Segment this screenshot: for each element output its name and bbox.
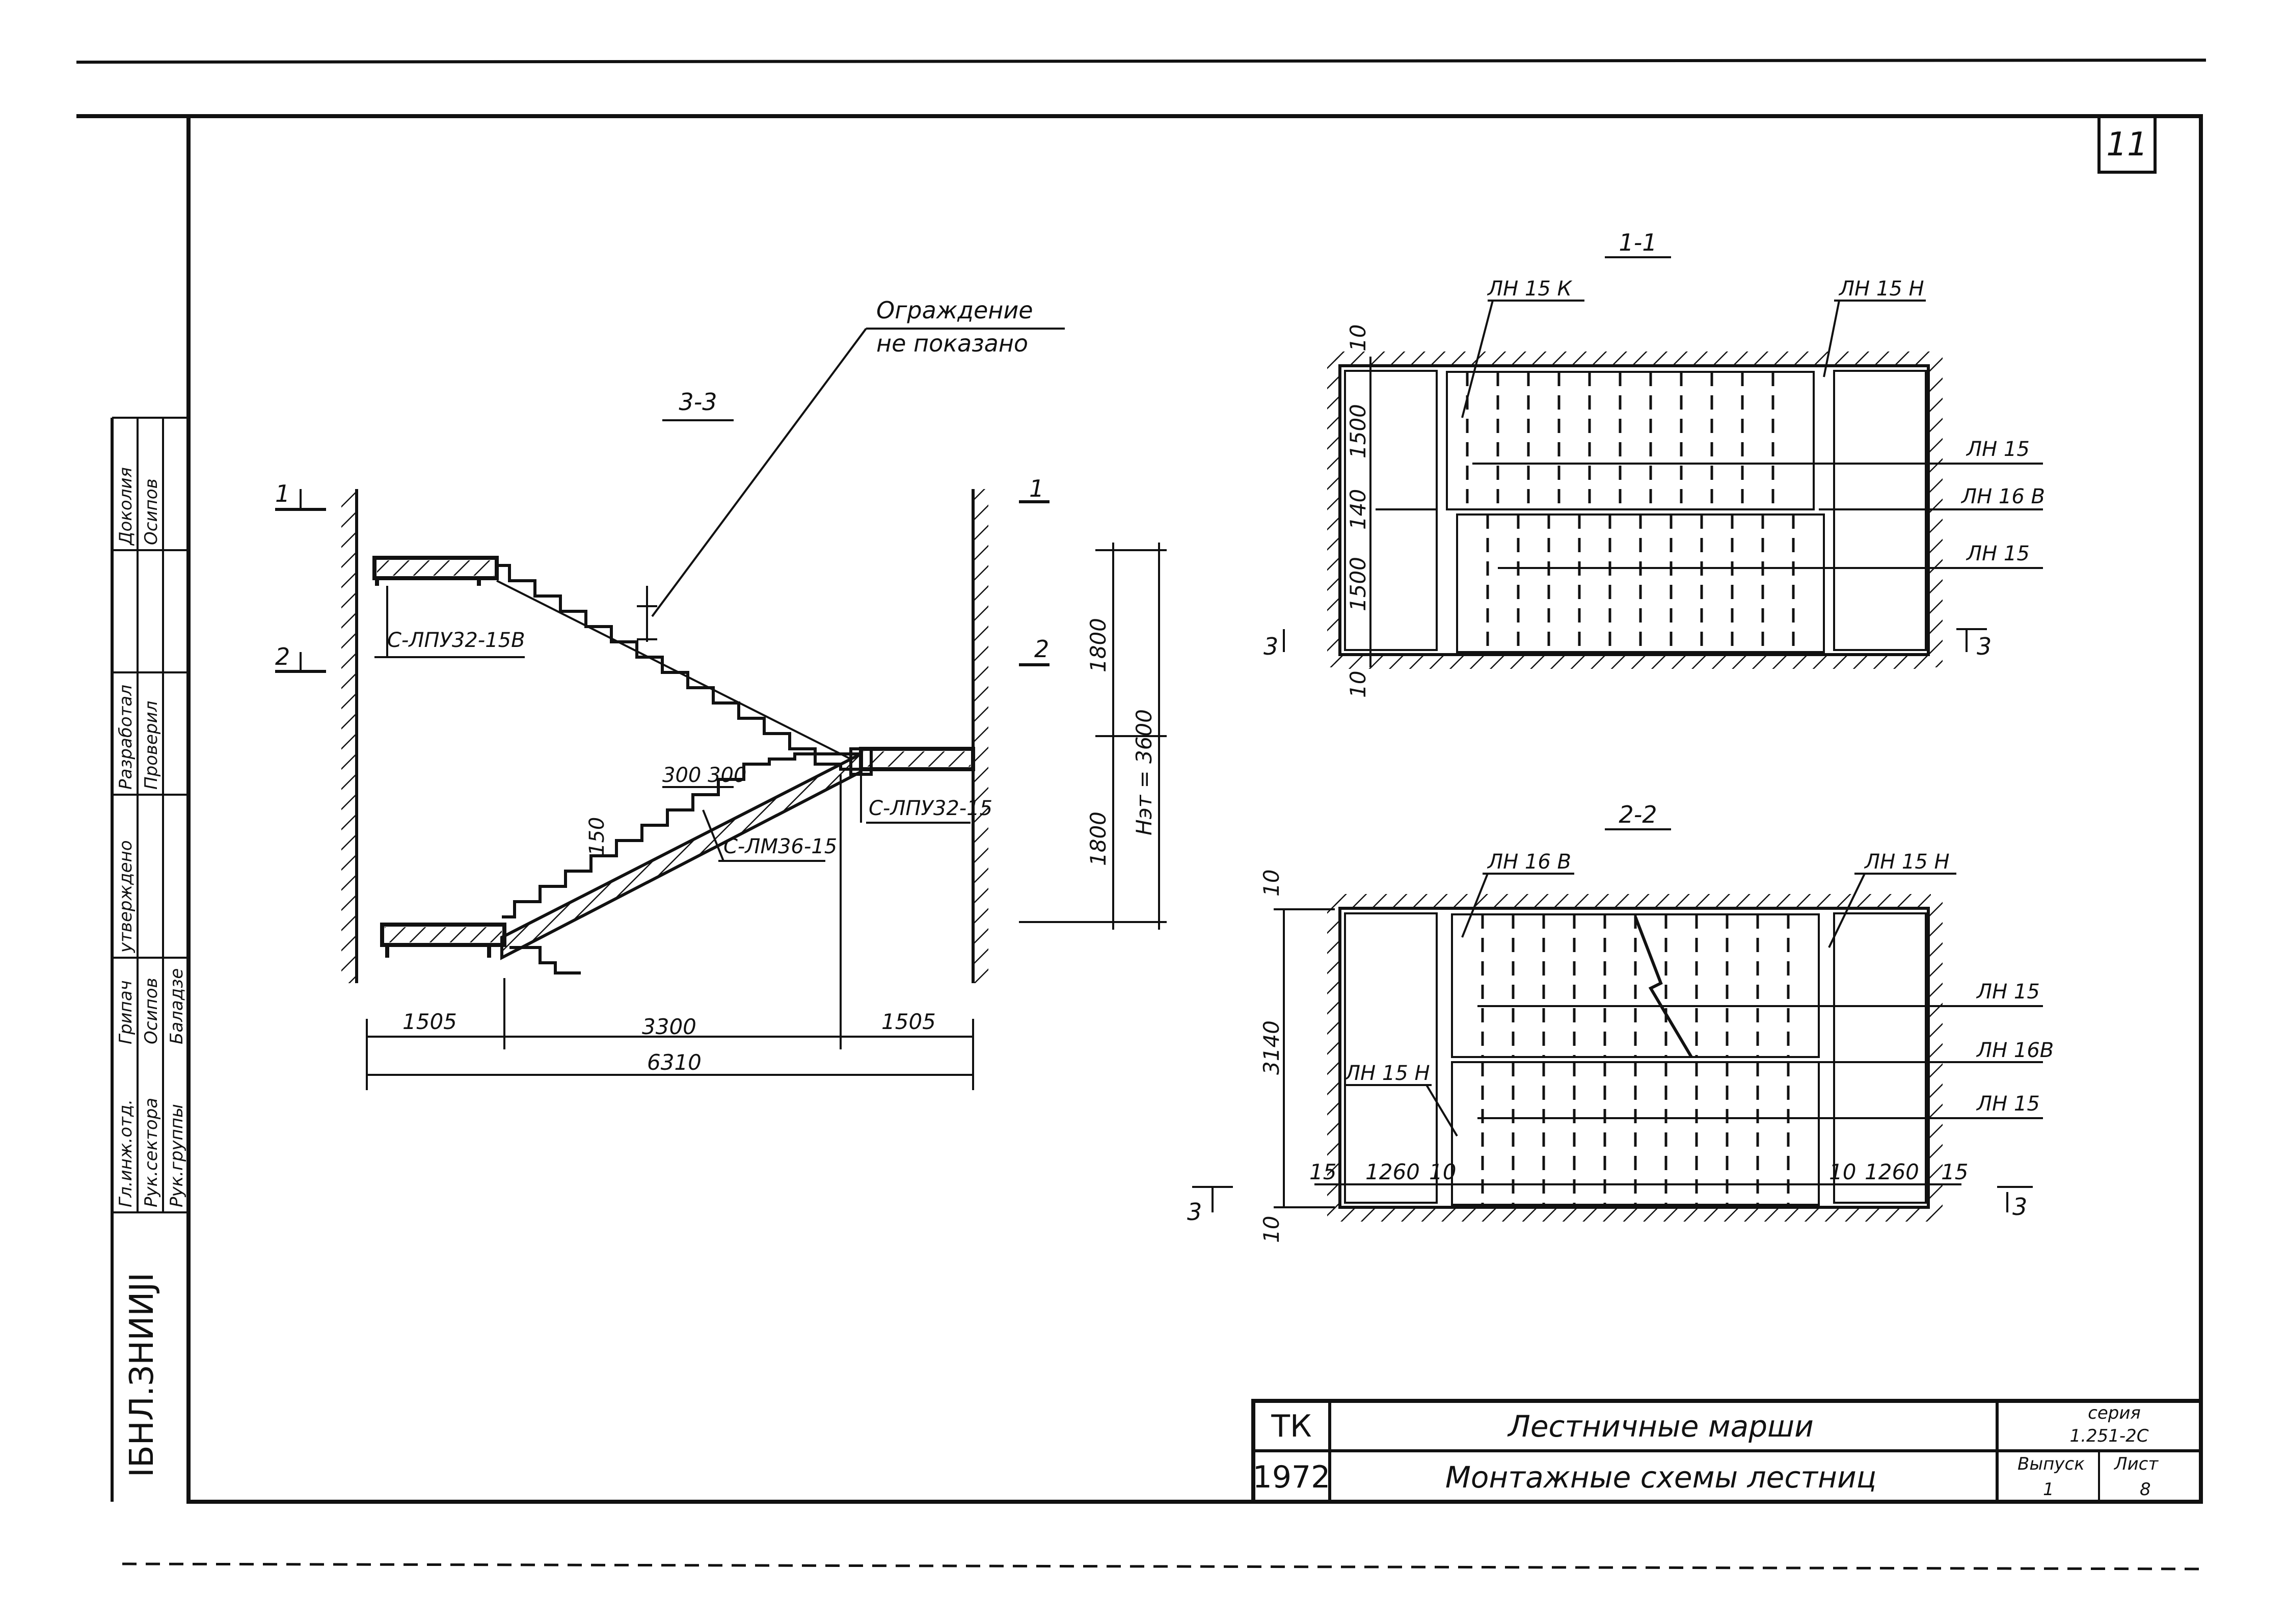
- label-2-2-ln15n: ЛН 15 Н: [1864, 850, 1950, 874]
- mark-1-1-right: 3: [1977, 633, 1992, 660]
- lower-flight-steps: [502, 752, 861, 918]
- sheet-number: 11: [2106, 126, 2147, 164]
- label-2-2-ln15-b: ЛН 15: [1976, 1092, 2040, 1116]
- dim-total: 6310: [647, 1050, 702, 1075]
- dim-2-2-b: 3140: [1259, 1020, 1284, 1075]
- label-1-1-ln15k: ЛН 15 К: [1487, 277, 1572, 301]
- dim-1800-upper: 1800: [1086, 618, 1111, 672]
- stamp-role-2: Рук.сектора: [141, 1098, 162, 1207]
- stair-cell-2-2: [1338, 907, 1930, 1209]
- riser-dim: 150: [585, 817, 609, 856]
- bottom-trim-line: [122, 1562, 2207, 1571]
- label-1-1-ln15n: ЛН 15 Н: [1838, 277, 1924, 301]
- stamp-header-5: Осипов: [141, 478, 162, 545]
- flight-1-1-upper: [1446, 371, 1815, 510]
- dim-2-2-a: 10: [1259, 870, 1284, 897]
- dim-2-2-b0: 15: [1309, 1159, 1336, 1184]
- section-2-2-title: 2-2: [1619, 801, 1657, 828]
- dim-1505-left: 1505: [402, 1009, 457, 1034]
- approval-stamp: Гл.инж.отд. Грипач Рук.сектора Осипов Ру…: [112, 417, 189, 1213]
- stamp-name-3: Баладзе: [167, 968, 187, 1044]
- label-2-2-ln16v: ЛН 16 В: [1487, 850, 1571, 874]
- stamp-name-2: Осипов: [141, 978, 162, 1044]
- dim-1-1-a: 10: [1346, 324, 1370, 351]
- upper-landing-label: С-ЛПУ32-15В: [387, 629, 525, 652]
- stamp-vertical-code: ІБНЛ.ЗНИИЈІ: [123, 1273, 161, 1477]
- upper-landing-slab: [372, 556, 499, 580]
- label-2-2-ln15n-left: ЛН 15 Н: [1344, 1062, 1430, 1085]
- sheet-number-box: 11: [2097, 115, 2157, 174]
- dim-1800-lower: 1800: [1086, 811, 1111, 866]
- note-line-2: не показано: [876, 330, 1028, 357]
- title-block-org: ТК: [1271, 1409, 1311, 1444]
- sheet-frame: [186, 114, 2203, 1504]
- stamp-role-1: Гл.инж.отд.: [116, 1099, 136, 1207]
- flight-label: С-ЛМ36-15: [723, 835, 837, 858]
- dim-1-1-d: 1500: [1346, 557, 1370, 611]
- dim-2-2-b5: 15: [1941, 1159, 1968, 1184]
- dim-1-1-c: 140: [1346, 489, 1370, 530]
- dim-2-2-b1: 1260: [1365, 1159, 1420, 1184]
- stamp-role-3: Рук.группы: [167, 1104, 187, 1207]
- dim-2-2-c: 10: [1259, 1216, 1284, 1243]
- stamp-name-1: Грипач: [116, 980, 136, 1044]
- title-block-sheet: 8: [2140, 1479, 2151, 1500]
- mark-left-1: 1: [275, 480, 290, 507]
- note-line-1: Ограждение: [876, 296, 1033, 324]
- section-1-1: 1-1 ЛН 15 К: [1263, 229, 2045, 698]
- mark-right-1: 1: [1029, 475, 1044, 502]
- title-block-year: 1972: [1253, 1459, 1331, 1495]
- dim-2-2-b2: 10: [1429, 1159, 1456, 1184]
- mark-2-2-right: 3: [2012, 1193, 2027, 1221]
- label-1-1-ln16v: ЛН 16 В: [1960, 485, 2045, 508]
- lower-landing-label: С-ЛПУ32-15: [869, 797, 992, 820]
- stamp-header-3: Проверил: [141, 701, 162, 790]
- title-block-series-label: серия: [2088, 1403, 2141, 1423]
- section-2-2: 2-2 ЛН 16 В ЛН 15: [1187, 801, 2054, 1243]
- floor-height: Нэт = 3600: [1132, 709, 1156, 835]
- label-1-1-ln15-a: ЛН 15: [1966, 438, 2030, 461]
- upper-flight-steps: [497, 564, 861, 771]
- lower-flight-slab: [500, 751, 863, 960]
- stamp-header-2: Разработал: [116, 685, 136, 790]
- stamp-header-4: Доколия: [116, 467, 136, 546]
- dim-2-2-b3: 10: [1829, 1159, 1856, 1184]
- mark-right-2: 2: [1034, 635, 1049, 663]
- section-3-3: 3-3 Ограждение не показано 1 2 1 2 С-ЛПУ…: [275, 296, 1167, 1090]
- tread-dims: 300 300: [662, 764, 746, 787]
- mark-left-2: 2: [275, 643, 290, 670]
- top-trim-line: [76, 59, 2207, 64]
- title-block-sheet-label: Лист: [2113, 1454, 2159, 1474]
- dim-3300: 3300: [642, 1014, 696, 1039]
- title-block: ТК 1972 Лестничные марши Монтажные схемы…: [1251, 1399, 2203, 1504]
- title-block-title: Лестничные марши: [1507, 1409, 1814, 1444]
- mark-1-1-left: 3: [1263, 633, 1278, 660]
- dim-1505-right: 1505: [881, 1009, 936, 1034]
- dim-1-1-e: 10: [1346, 671, 1370, 698]
- title-block-issue-label: Выпуск: [2017, 1454, 2085, 1474]
- label-1-1-ln15-b: ЛН 15: [1966, 542, 2030, 565]
- dim-2-2-b4: 1260: [1865, 1159, 1919, 1184]
- flight-1-1-lower: [1456, 513, 1825, 653]
- lower-left-landing-slab: [380, 923, 506, 947]
- title-block-subtitle: Монтажные схемы лестниц: [1445, 1460, 1876, 1495]
- section-3-3-title: 3-3: [679, 388, 717, 416]
- stamp-header-1: утверждено: [116, 840, 136, 953]
- title-block-series: 1.251-2С: [2070, 1426, 2149, 1446]
- label-2-2-ln15-a: ЛН 15: [1976, 980, 2040, 1004]
- title-block-issue: 1: [2043, 1479, 2054, 1500]
- label-2-2-ln16v-b: ЛН 16В: [1976, 1039, 2054, 1062]
- dim-1-1-b: 1500: [1346, 404, 1370, 458]
- mark-2-2-left: 3: [1187, 1198, 1202, 1226]
- section-1-1-title: 1-1: [1619, 229, 1657, 256]
